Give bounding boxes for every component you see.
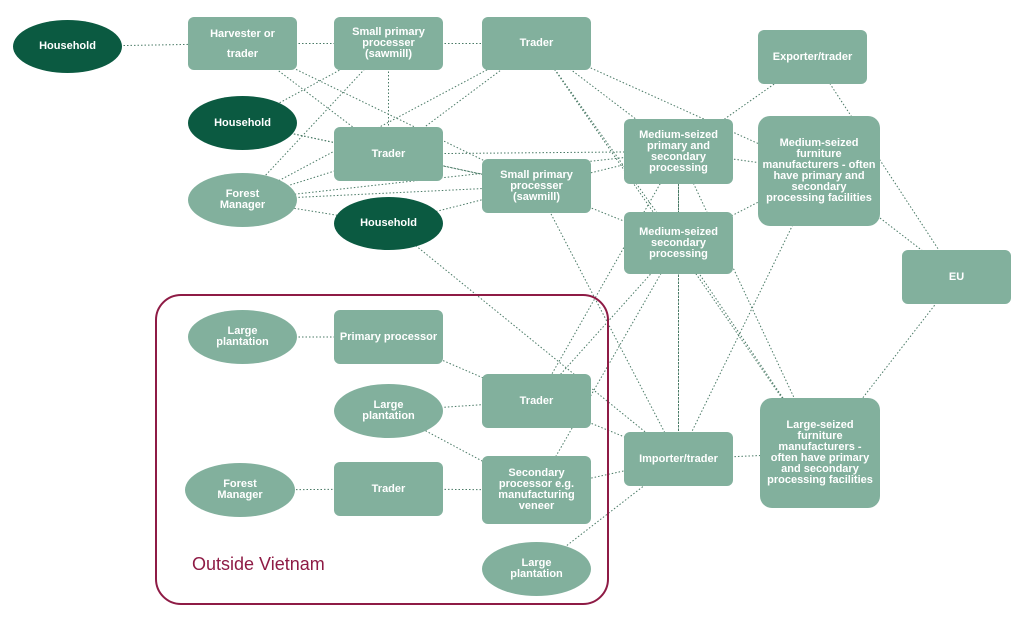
node-large-plantation-1: Large plantation [188, 310, 297, 364]
node-trader-outside: Trader [482, 374, 591, 428]
node-large-plantation-3: Large plantation [482, 542, 591, 596]
node-large-plantation-2: Large plantation [334, 384, 443, 438]
edge-forest-manager-1-to-medium-primary-secondary [242, 151, 679, 201]
node-forest-manager-1: Forest Manager [188, 173, 297, 227]
outside-vietnam-label: Outside Vietnam [192, 554, 325, 574]
node-household-3: Household [334, 197, 443, 250]
node-medium-primary-secondary: Medium-seized primary and secondary proc… [624, 119, 733, 184]
node-medium-secondary-processing: Medium-seized secondary processing [624, 212, 733, 274]
node-small-primary-processer-1: Small primary processer (sawmill) [334, 17, 443, 70]
node-eu: EU [902, 250, 1011, 304]
node-trader-bottom: Trader [334, 462, 443, 516]
node-secondary-processor: Secondary processor e.g. manufacturing v… [482, 456, 591, 524]
node-trader-top: Trader [482, 17, 591, 70]
node-household-1: Household [13, 20, 122, 73]
node-medium-furniture-manufacturers: Medium-seized furniture manufacturers - … [758, 116, 880, 226]
node-importer-trader: Importer/trader [624, 432, 733, 486]
node-exporter-trader: Exporter/trader [758, 30, 867, 84]
node-primary-processor: Primary processor [334, 310, 443, 364]
node-harvester-trader: Harvester or trader [188, 17, 297, 70]
node-household-2: Household [188, 96, 297, 150]
node-large-furniture-manufacturers: Large-seized furniture manufacturers - o… [760, 398, 880, 508]
node-trader-mid: Trader [334, 127, 443, 181]
outside-vietnam-region [155, 294, 609, 605]
node-forest-manager-2: Forest Manager [185, 463, 295, 517]
node-small-primary-processer-2: Small primary processer (sawmill) [482, 159, 591, 213]
